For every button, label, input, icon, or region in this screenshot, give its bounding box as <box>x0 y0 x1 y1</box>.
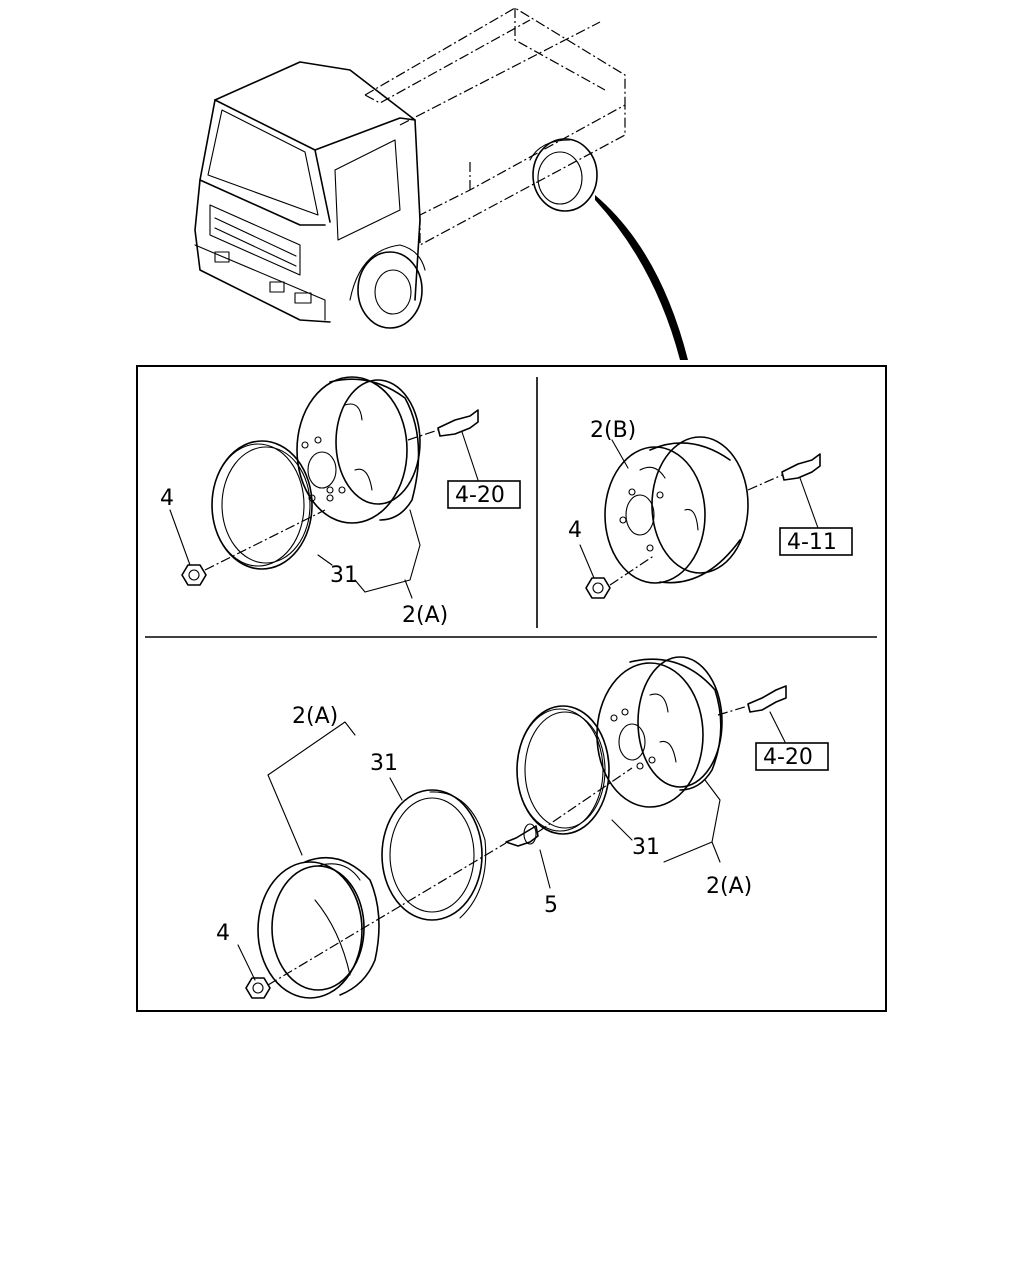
hub-nut-4 <box>181 564 207 586</box>
panel-top-right: 2(B) 4 4-11 <box>568 418 853 599</box>
ref-label-4-11: 4-11 <box>787 530 837 555</box>
label-wheel-2b: 2(B) <box>590 418 636 443</box>
diagram-frame <box>136 365 887 1012</box>
hub-bolt-b <box>781 453 821 481</box>
ref-box-4-11[interactable] <box>779 527 853 556</box>
hub-bolt-c <box>747 685 787 713</box>
label-wheel-2a-left: 2(A) <box>292 704 338 729</box>
label-ring-31: 31 <box>330 563 358 588</box>
wheel-disc-2a <box>296 376 408 524</box>
label-nut-4-c: 4 <box>216 921 230 946</box>
hub-nut-4-c <box>245 977 271 999</box>
label-ring-31-left: 31 <box>370 751 398 776</box>
wheel-disc-2a-right <box>596 662 704 808</box>
label-wheel-2a: 2(A) <box>402 603 448 628</box>
wheel-rim-2a-left <box>257 861 363 999</box>
ref-box-4-20-b[interactable] <box>755 742 829 771</box>
wheel-disc-2b <box>604 446 706 584</box>
panel-top-left: 4 31 2(A) 4-20 <box>160 376 521 628</box>
flap-ring-31-left <box>381 789 483 921</box>
bolt-5 <box>505 825 539 847</box>
ref-label-4-20-b: 4-20 <box>763 745 813 770</box>
ref-box-4-20[interactable] <box>447 480 521 509</box>
hub-bolt <box>437 409 479 437</box>
hub-nut-4-b <box>585 577 611 599</box>
label-wheel-2a-right: 2(A) <box>706 874 752 899</box>
label-nut-4: 4 <box>160 486 174 511</box>
panel-bottom: 2(A) 31 4 5 31 2(A) 4-20 <box>216 656 829 999</box>
ref-label-4-20: 4-20 <box>455 483 505 508</box>
label-nut-4-b: 4 <box>568 518 582 543</box>
label-bolt-5: 5 <box>544 893 558 918</box>
label-ring-31-right: 31 <box>632 835 660 860</box>
truck-illustration <box>194 7 688 360</box>
